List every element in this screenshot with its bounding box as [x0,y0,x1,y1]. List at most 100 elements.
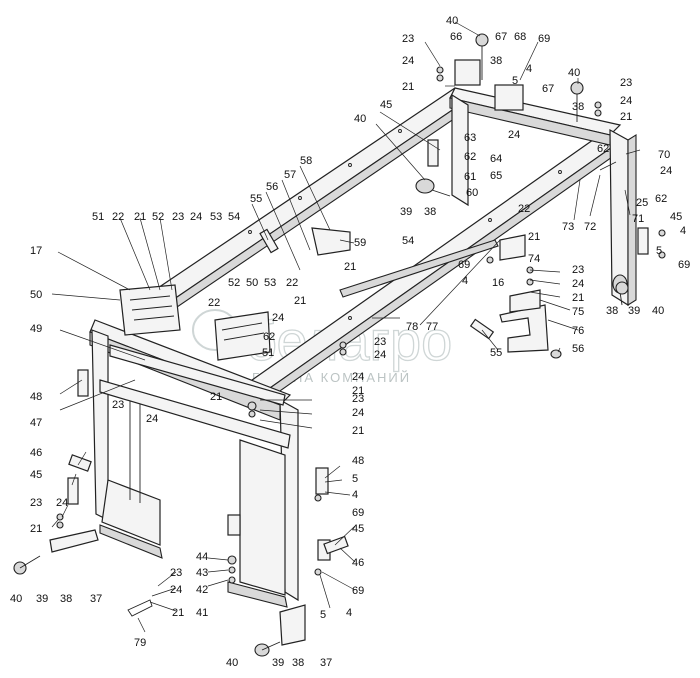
callout-label: 72 [584,221,596,233]
callout-label: 43 [196,567,208,579]
callout-label: 23 [374,336,386,348]
callout-label: 21 [210,391,222,403]
callout-label: 22 [518,203,530,215]
callout-label: 54 [402,235,414,247]
callout-label: 22 [112,211,124,223]
callout-label: 45 [30,469,42,481]
callout-label: 62 [597,143,609,155]
callout-label: 68 [514,31,526,43]
callout-label: 40 [226,657,238,669]
callout-label: 46 [30,447,42,459]
callout-label: 73 [562,221,574,233]
leader-lines [51,21,641,633]
callout-label: 62 [464,151,476,163]
callout-label: 67 [495,31,507,43]
callout-label: 48 [30,391,42,403]
callout-label: 38 [292,657,304,669]
callout-label: 38 [572,101,584,113]
callout-label: 4 [352,489,358,501]
callout-label: 66 [450,31,462,43]
callout-label: 24 [170,584,182,596]
callout-label: 50 [30,289,42,301]
callout-label: 45 [670,211,682,223]
callout-label: 23 [172,211,184,223]
clip-79 [127,599,153,617]
callout-label: 42 [196,584,208,596]
callout-label: 21 [402,81,414,93]
bracket-75 [509,289,541,313]
rear-bracket-assembly [454,33,584,122]
callout-label: 38 [490,55,502,67]
callout-label: 24 [374,349,386,361]
right-step-plate [227,581,288,608]
callout-label: 24 [620,95,632,107]
callout-label: 45 [380,99,392,111]
callout-label: 54 [228,211,240,223]
callout-label: 69 [352,507,364,519]
mid-crossbeam [109,344,286,406]
callout-label: 44 [196,551,208,563]
callout-label: 51 [262,347,274,359]
callout-label: 65 [490,170,502,182]
callout-label: 24 [402,55,414,67]
callout-label: 56 [266,181,278,193]
callout-label: 55 [490,347,502,359]
callout-label: 24 [190,211,202,223]
callout-label: 21 [620,111,632,123]
callout-label: 23 [620,77,632,89]
callout-label: 5 [512,75,518,87]
pin-55 [259,228,279,254]
callout-label: 4 [462,275,468,287]
callout-label: 21 [134,211,146,223]
callout-label: 39 [36,593,48,605]
lower-crossbeam [99,379,291,449]
callout-labels: 40 66 67 68 69 23 24 21 38 4 5 40 67 23 … [10,15,690,669]
callout-label: 78 [406,321,418,333]
left-step-plate [99,524,163,559]
callout-label: 21 [30,523,42,535]
callout-label: 60 [466,187,478,199]
callout-label: 69 [538,33,550,45]
callout-label: 56 [572,343,584,355]
callout-label: 59 [354,237,366,249]
left-step-loop [101,479,161,546]
callout-label: 39 [628,305,640,317]
rear-right-post-side [627,134,637,306]
callout-label: 4 [680,225,686,237]
callout-label: 5 [320,609,326,621]
callout-label: 22 [208,297,220,309]
callout-label: 5 [352,473,358,485]
callout-label: 21 [344,261,356,273]
bracket-59 [311,227,351,256]
callout-label: 23 [572,264,584,276]
callout-label: 53 [210,211,222,223]
callout-label: 23 [352,393,364,405]
callout-label: 24 [660,165,672,177]
callout-label: 57 [284,169,296,181]
side-brackets [67,139,649,561]
callout-label: 62 [263,331,275,343]
callout-label: 21 [528,231,540,243]
callout-label: 69 [458,259,470,271]
bracket-74 [499,234,526,261]
callout-label: 50 [246,277,258,289]
callout-label: 52 [152,211,164,223]
callout-label: 24 [572,278,584,290]
callout-label: 16 [492,277,504,289]
callout-label: 64 [490,153,502,165]
callout-label: 39 [400,206,412,218]
callout-label: 52 [228,277,240,289]
bolt-stacks [56,66,666,584]
callout-label: 23 [402,33,414,45]
callout-label: 45 [352,523,364,535]
front-left-post [91,329,109,521]
callout-label: 24 [272,312,284,324]
callout-label: 41 [196,607,208,619]
callout-label: 77 [426,321,438,333]
callout-label: 24 [352,371,364,383]
callout-label: 23 [30,497,42,509]
callout-label: 40 [568,67,580,79]
callout-label: 46 [352,557,364,569]
callout-label: 39 [272,657,284,669]
